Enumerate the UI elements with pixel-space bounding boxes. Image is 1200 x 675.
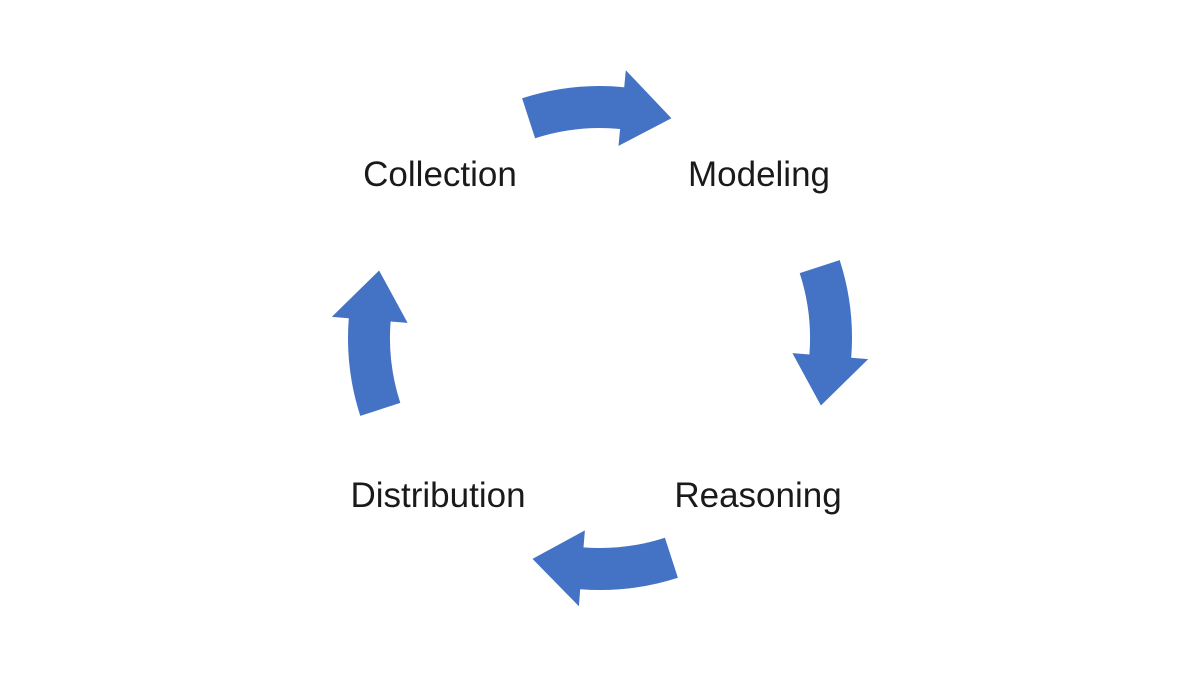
node-label-reasoning: Reasoning xyxy=(674,476,842,515)
node-label-modeling: Modeling xyxy=(687,155,831,194)
arrow-reasoning-to-distribution-icon xyxy=(532,530,678,607)
arrow-modeling-to-reasoning-icon xyxy=(792,260,869,406)
arrow-distribution-to-collection-icon xyxy=(331,270,408,416)
node-label-collection: Collection xyxy=(363,155,517,194)
arrow-collection-to-modeling-icon xyxy=(522,70,672,146)
node-label-distribution: Distribution xyxy=(350,476,526,515)
